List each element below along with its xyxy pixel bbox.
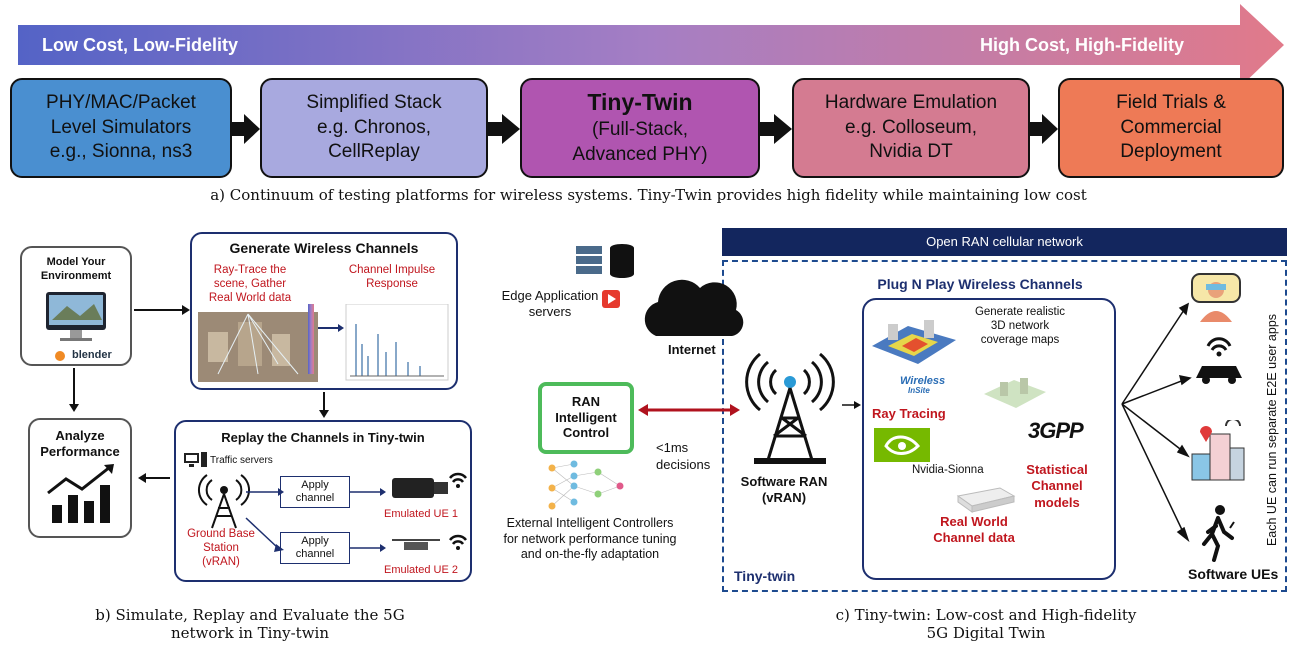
computer-server-icon: [184, 452, 207, 467]
arrow-high-label: High Cost, High-Fidelity: [980, 35, 1184, 55]
vertical-note: Each UE can run separate E2E user apps: [1265, 313, 1279, 547]
monitor-icon: [46, 291, 106, 361]
hardware-box-icon: [956, 487, 1016, 513]
generate-channels-title: Generate Wireless Channels: [229, 240, 419, 256]
blender-logo-text: blender: [72, 349, 112, 361]
channel-visuals: [198, 304, 449, 382]
stage-connectors: [232, 114, 1058, 144]
threegpp-logo: 3GPP: [1028, 418, 1084, 443]
stage-tiny-twin: Tiny-Twin(Full-Stack,Advanced PHY): [520, 78, 760, 178]
walking-person-icon: [1202, 505, 1235, 562]
plug-n-play-box: [862, 298, 1116, 580]
nvidia-sionna-label: Nvidia-Sionna: [912, 464, 984, 476]
car-icon: [1196, 337, 1242, 384]
oran-dashed-frame: [722, 260, 1287, 592]
smart-city-icon: [1191, 420, 1245, 481]
base-station-icon: [198, 474, 250, 529]
nvidia-logo-icon: [874, 428, 930, 462]
neural-network-icon: [548, 460, 624, 510]
city-model-icon: [984, 378, 1046, 408]
vertical-note-wrap: Each UE can run separate E2E user apps: [1262, 300, 1282, 560]
bar-chart-icon: [47, 464, 114, 524]
arrow-low-label: Low Cost, Low-Fidelity: [42, 35, 238, 55]
software-ran-tower-icon: [745, 352, 835, 464]
coverage-map-icon: [872, 320, 956, 364]
ran-to-channels-arrow: [842, 401, 861, 409]
caption-a: a) Continuum of testing platforms for wi…: [210, 186, 1087, 204]
tiny-twin-label: Tiny-twin: [734, 568, 796, 584]
internet-label: Internet: [668, 342, 716, 357]
camera-ue-icon: [392, 472, 467, 498]
ue2-label: Emulated UE 2: [384, 564, 458, 576]
software-ues-label: Software UEs: [1188, 566, 1279, 582]
drone-ue-icon: [392, 534, 467, 550]
oran-header: Open RAN cellular network: [722, 228, 1287, 256]
replay-title: Replay the Channels in Tiny-twin: [221, 430, 425, 445]
generate-channels-panel: Generate Wireless Channels Ray-Trace the…: [190, 232, 458, 390]
ue1-label: Emulated UE 1: [384, 508, 458, 520]
vr-user-icon: [1191, 273, 1241, 322]
replay-arrows: [245, 488, 386, 552]
panel-b-flow-arrows: [69, 305, 329, 483]
internet-cloud-icon: [644, 279, 744, 336]
replay-channels-panel: Replay the Channels in Tiny-twin Traffic…: [174, 420, 472, 582]
traffic-servers-label: Traffic servers: [210, 455, 273, 466]
caption-c: c) Tiny-twin: Low-cost and High-fidelity…: [835, 606, 1137, 642]
ue-fanout-arrows: [1121, 302, 1192, 543]
software-ran-label: Software RAN(vRAN): [740, 474, 828, 506]
ray-tracing-label: Ray Tracing: [872, 406, 946, 421]
plug-n-play-title: Plug N Play Wireless Channels: [877, 276, 1083, 292]
ric-link-arrow: [638, 404, 740, 416]
edge-servers-icon: [576, 244, 634, 308]
